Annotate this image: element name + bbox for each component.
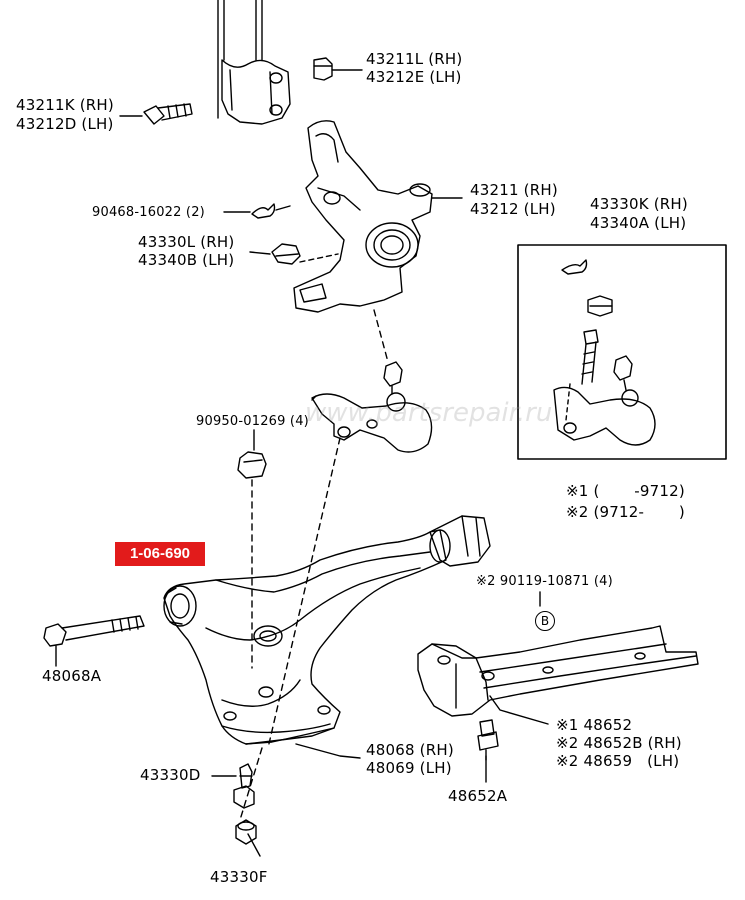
lower-control-arm [164,516,490,744]
leader-lines [212,592,548,856]
member-label-2: ※2 48652B (RH) [556,734,682,752]
member-label-1: ※1 48652 [556,716,633,734]
strut-nut [314,58,362,80]
knuckle-label-rh: 43211 (RH) [470,181,558,199]
strut-nut-label-lh: 43212E (LH) [366,68,462,86]
strut-bolt-label-rh: 43211K (RH) [16,96,114,114]
arm-bolt [44,616,144,666]
ball-joint-nut-label: 90950-01269 (4) [196,414,309,429]
bolt-marker-b: B [535,611,555,631]
ball-joint-kit-label-lh: 43340A (LH) [590,214,687,232]
guide-lines [240,310,388,820]
cotter-pin-label: 90468-16022 (2) [92,205,205,220]
bushing-f [236,820,256,844]
member-bolt-label: 48652A [448,787,508,805]
date-note-2: ※2 (9712- ) [566,503,685,521]
ball-joint-kit-label-rh: 43330K (RH) [590,195,688,213]
front-suspension-member [418,626,698,716]
strut-bolt-label-lh: 43212D (LH) [16,115,114,133]
ball-joint [312,362,432,452]
ball-joint-nut [238,430,266,478]
knuckle-label-lh: 43212 (LH) [470,200,556,218]
arm-bolt-label: 48068A [42,667,102,685]
strut-assembly [218,0,290,124]
strut-bolt [120,104,192,124]
reference-badge[interactable]: 1-06-690 [115,542,205,566]
ball-joint-kit [554,260,655,445]
date-note-1: ※1 ( -9712) [566,482,685,500]
member-label-3: ※2 48659 (LH) [556,752,680,770]
knuckle-nut-label-rh: 43330L (RH) [138,233,235,251]
bushing-f-label: 43330F [210,868,268,886]
lower-arm-label-lh: 48069 (LH) [366,759,452,777]
watermark: www.partsrepair.ru [305,398,553,428]
bushing-d-label: 43330D [140,766,201,784]
member-bolt [478,720,498,760]
knuckle-nut [250,244,338,264]
bolt-b-label: ※2 90119-10871 (4) [476,574,613,589]
ball-joint-kit-box [518,245,726,459]
cotter-pin [224,204,290,218]
bushing-d [234,764,254,808]
steering-knuckle [294,121,462,312]
knuckle-nut-label-lh: 43340B (LH) [138,251,235,269]
lower-arm-label-rh: 48068 (RH) [366,741,454,759]
strut-nut-label-rh: 43211L (RH) [366,50,463,68]
